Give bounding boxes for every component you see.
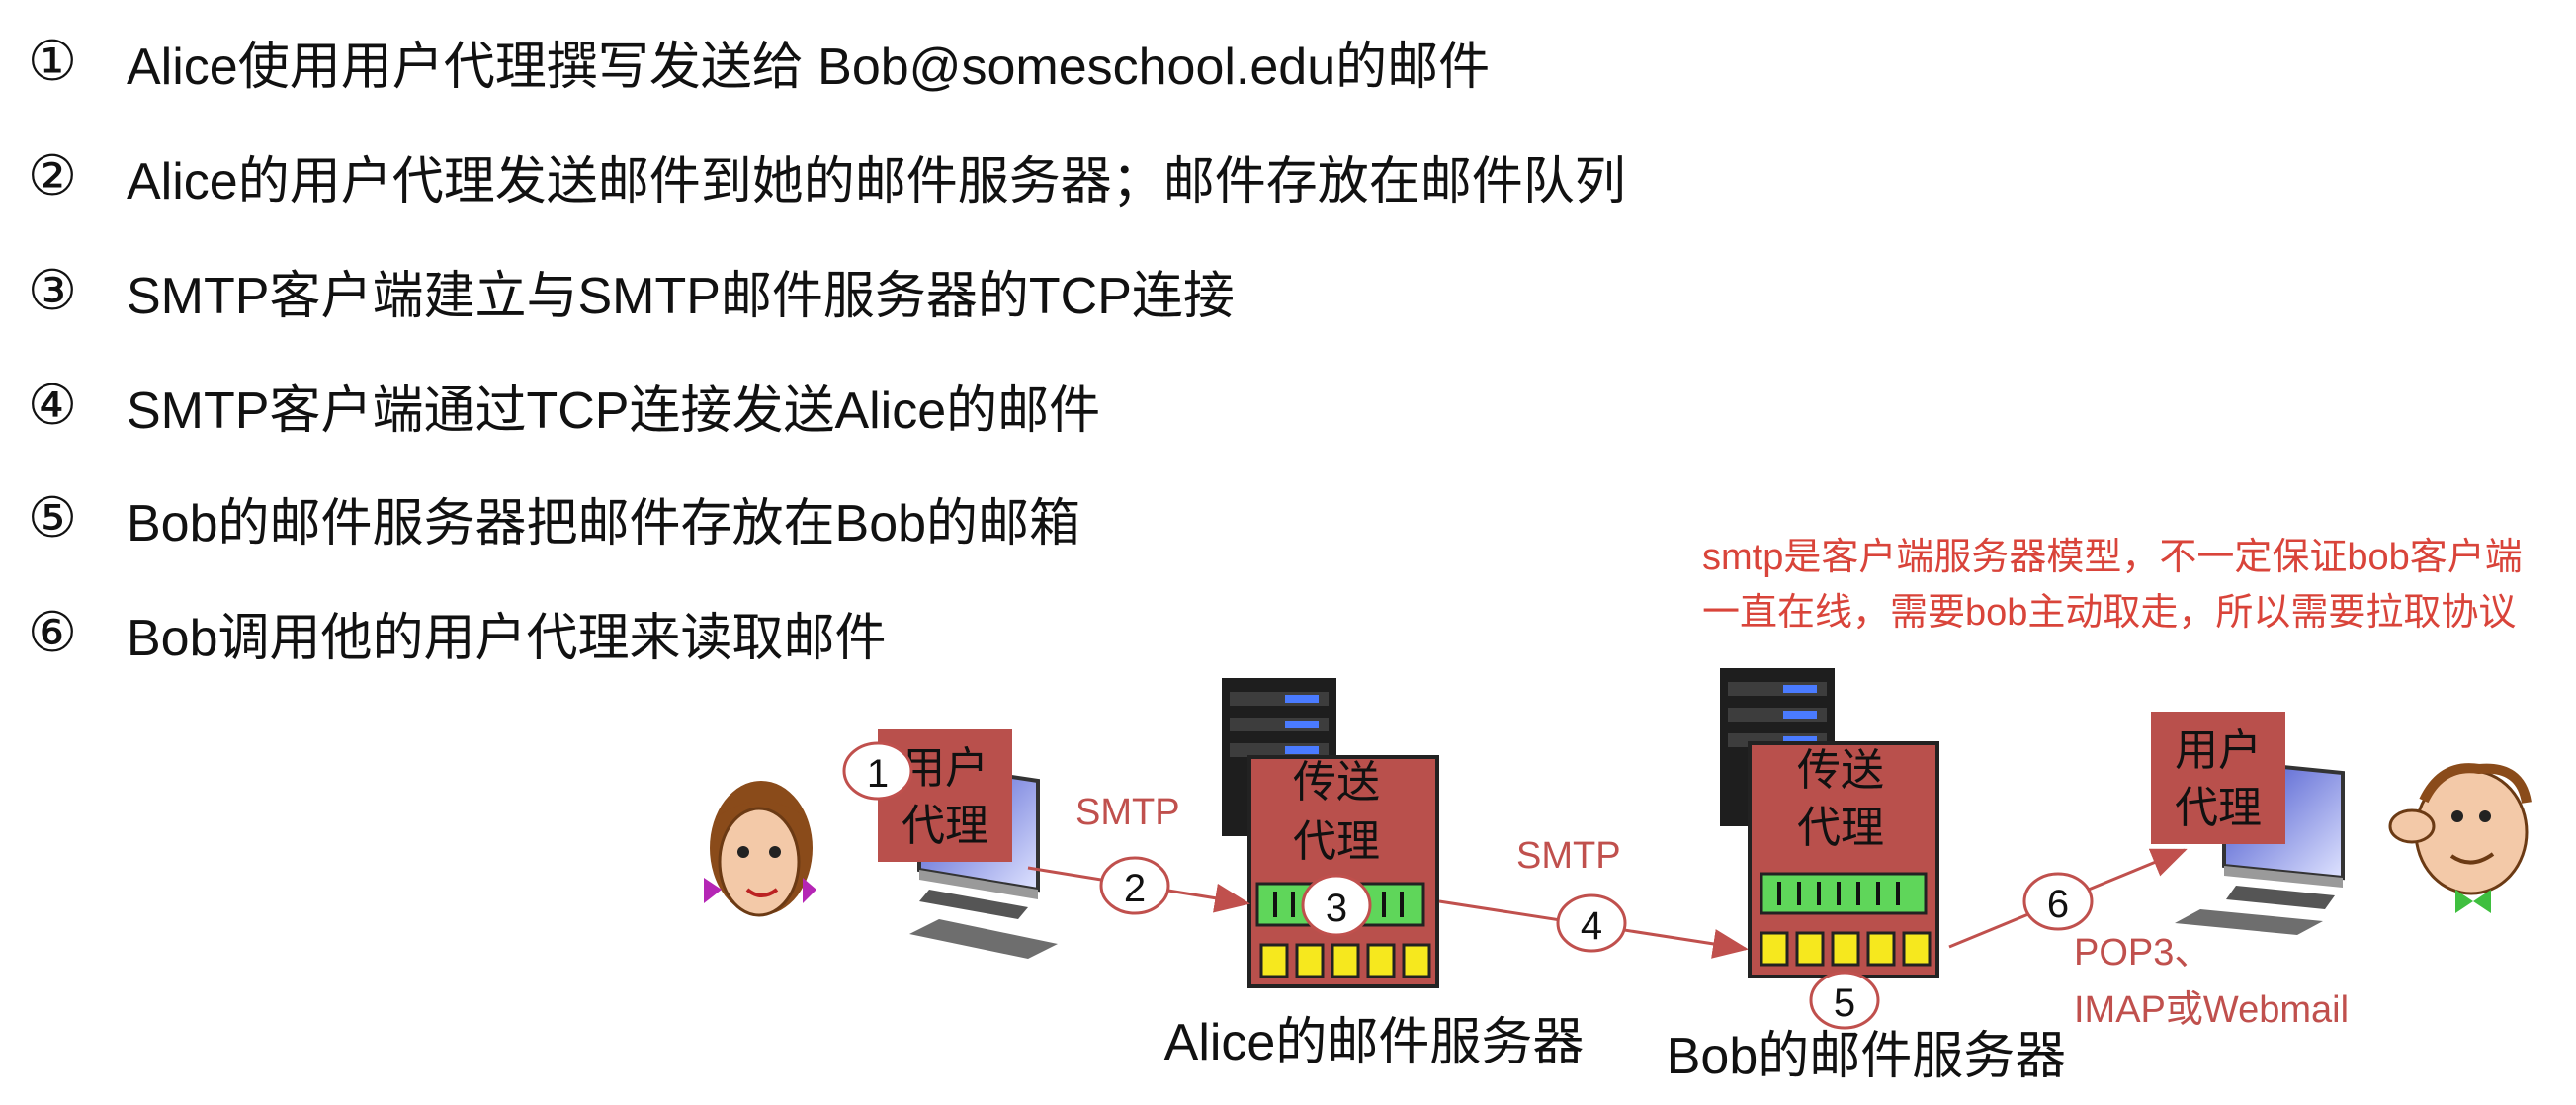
step-number: ⑥ — [27, 600, 78, 665]
step-text: SMTP客户端建立与SMTP邮件服务器的TCP连接 — [127, 267, 1235, 325]
alice-agent-label-2: 代理 — [902, 802, 988, 850]
alice-queue-ticks — [1273, 892, 1404, 917]
step-number: ④ — [27, 373, 78, 438]
note-line-2: 一直在线，需要bob主动取走，所以需要拉取协议 — [1702, 592, 2517, 634]
smtp-label: SMTP — [1516, 835, 1621, 877]
step-marker-4-label: 4 — [1581, 904, 1602, 948]
smtp-label: SMTP — [1075, 792, 1180, 833]
imap-webmail-label: IMAP或Webmail — [2074, 989, 2349, 1031]
step-marker-6-label: 6 — [2047, 883, 2069, 926]
bob-queue-ticks — [1777, 882, 1900, 905]
alice-avatar-icon — [704, 781, 816, 917]
bob-transfer-label-2: 代理 — [1797, 804, 1884, 852]
step-text: SMTP客户端通过TCP连接发送Alice的邮件 — [127, 382, 1101, 440]
step-number: ① — [27, 29, 78, 94]
alice-transfer-label-2: 代理 — [1293, 817, 1380, 866]
alice-transfer-label-1: 传送 — [1293, 758, 1380, 807]
bob-user-agent-box — [2151, 712, 2285, 844]
alice-mailboxes — [1259, 943, 1431, 978]
step-text: Alice的用户代理发送邮件到她的邮件服务器；邮件存放在邮件队列 — [127, 152, 1626, 211]
step-marker-4 — [1556, 893, 1627, 953]
step-text: Bob的邮件服务器把邮件存放在Bob的邮箱 — [127, 494, 1081, 552]
note-line-1: smtp是客户端服务器模型，不一定保证bob客户端 — [1702, 537, 2523, 578]
step-number: ③ — [27, 258, 78, 323]
step-text: Bob调用他的用户代理来读取邮件 — [127, 609, 887, 667]
step-marker-5-label: 5 — [1834, 981, 1855, 1025]
bob-message-queue — [1760, 872, 1928, 915]
pop3-label: POP3、 — [2074, 932, 2211, 974]
step-marker-1-label: 1 — [867, 752, 889, 796]
bob-transfer-label-1: 传送 — [1797, 746, 1884, 795]
step-marker-2 — [1099, 856, 1170, 915]
bob-avatar-icon — [2388, 763, 2532, 913]
bob-mailboxes — [1760, 931, 1932, 967]
step-marker-5 — [1809, 971, 1880, 1030]
step-marker-2-label: 2 — [1124, 867, 1146, 910]
step-marker-3-label: 3 — [1326, 887, 1347, 930]
step-text: Alice使用用户代理撰写发送给 Bob@someschool.edu的邮件 — [127, 38, 1491, 96]
alice-agent-label-1: 用户 — [902, 744, 988, 793]
annotation-note: smtp是客户端服务器模型，不一定保证bob客户端 一直在线，需要bob主动取走… — [1702, 530, 2572, 640]
step-marker-1 — [842, 741, 913, 801]
bob-server-caption: Bob的邮件服务器 — [1667, 1028, 2067, 1085]
step-number: ② — [27, 143, 78, 209]
alice-server-caption: Alice的邮件服务器 — [1164, 1014, 1585, 1071]
step-marker-6 — [2022, 872, 2094, 931]
bob-agent-label-1: 用户 — [2175, 726, 2262, 775]
bob-agent-label-2: 代理 — [2175, 784, 2262, 832]
step-number: ⑤ — [27, 485, 78, 551]
step-marker-3 — [1301, 874, 1372, 937]
